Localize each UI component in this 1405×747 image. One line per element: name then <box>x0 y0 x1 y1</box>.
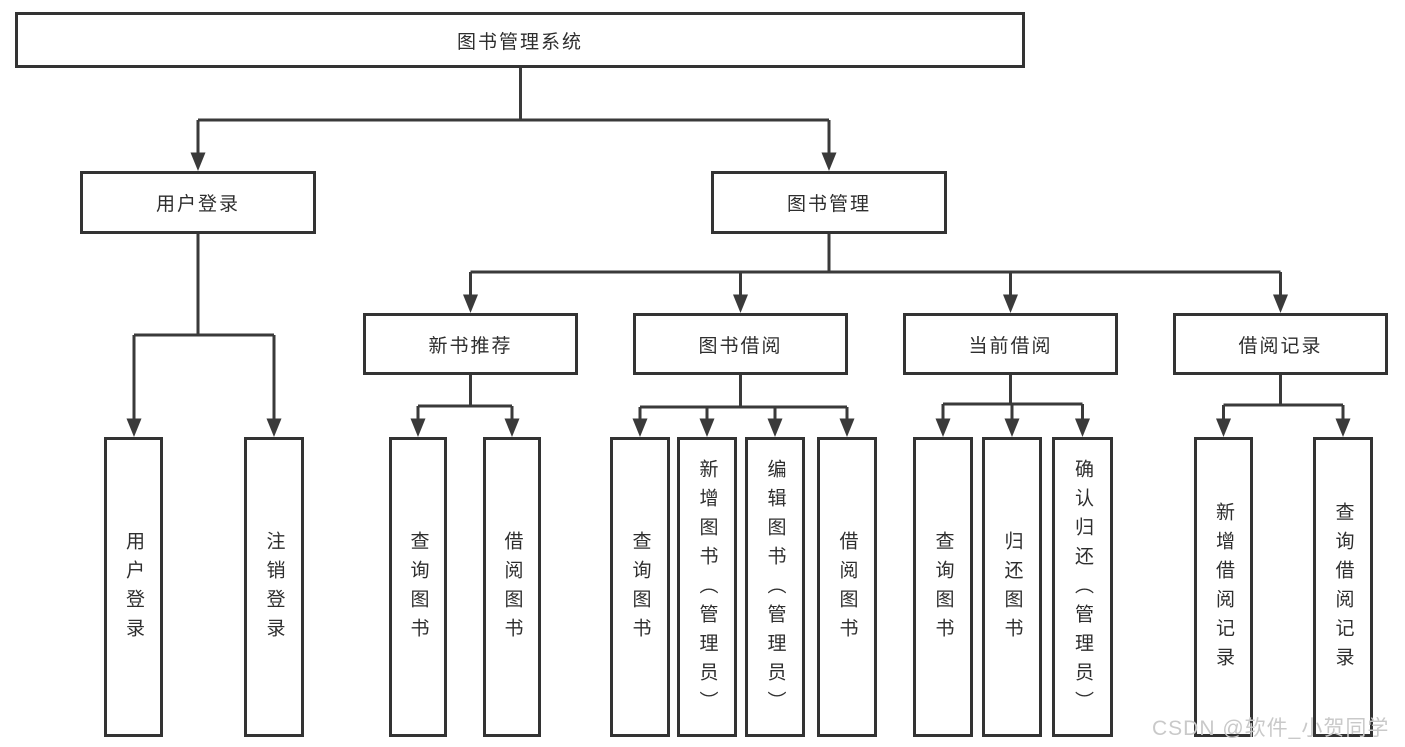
node-borrowing-records: 借阅记录 <box>1173 313 1388 375</box>
connector-new-book-to-leaves <box>410 375 520 437</box>
leaf-record-add-record: 新增借阅记录 <box>1194 437 1253 737</box>
leaf-record-query-record: 查询借阅记录 <box>1313 437 1373 737</box>
leaf-current-confirm-return-admin: 确认归还（管理员） <box>1052 437 1113 737</box>
connector-book-borrow-to-leaves <box>632 375 855 437</box>
watermark-csdn: CSDN @软件_小贺同学 <box>1152 717 1390 740</box>
leaf-current-query-books: 查询图书 <box>913 437 973 737</box>
leaf-user-login: 用户登录 <box>104 437 163 737</box>
leaf-borrow-add-book-admin: 新增图书（管理员） <box>677 437 737 737</box>
node-root-library-system: 图书管理系统 <box>15 12 1025 68</box>
leaf-borrow-borrow-books: 借阅图书 <box>817 437 877 737</box>
leaf-newbook-query-books: 查询图书 <box>389 437 447 737</box>
connector-user-login-to-leaves <box>126 234 282 437</box>
leaf-newbook-borrow-books: 借阅图书 <box>483 437 541 737</box>
connector-book-mgmt-to-level3 <box>463 234 1288 313</box>
node-book-management: 图书管理 <box>711 171 947 234</box>
leaf-borrow-query-books: 查询图书 <box>610 437 670 737</box>
connector-root-to-level2 <box>190 68 837 171</box>
node-new-book-recommend: 新书推荐 <box>363 313 578 375</box>
leaf-borrow-edit-book-admin: 编辑图书（管理员） <box>745 437 805 737</box>
connector-current-borrow-to-leaves <box>935 375 1090 437</box>
connector-records-to-leaves <box>1216 375 1351 437</box>
leaf-logout: 注销登录 <box>244 437 304 737</box>
node-user-login: 用户登录 <box>80 171 316 234</box>
leaf-current-return-books: 归还图书 <box>982 437 1042 737</box>
node-current-borrowing: 当前借阅 <box>903 313 1118 375</box>
node-book-borrowing: 图书借阅 <box>633 313 848 375</box>
